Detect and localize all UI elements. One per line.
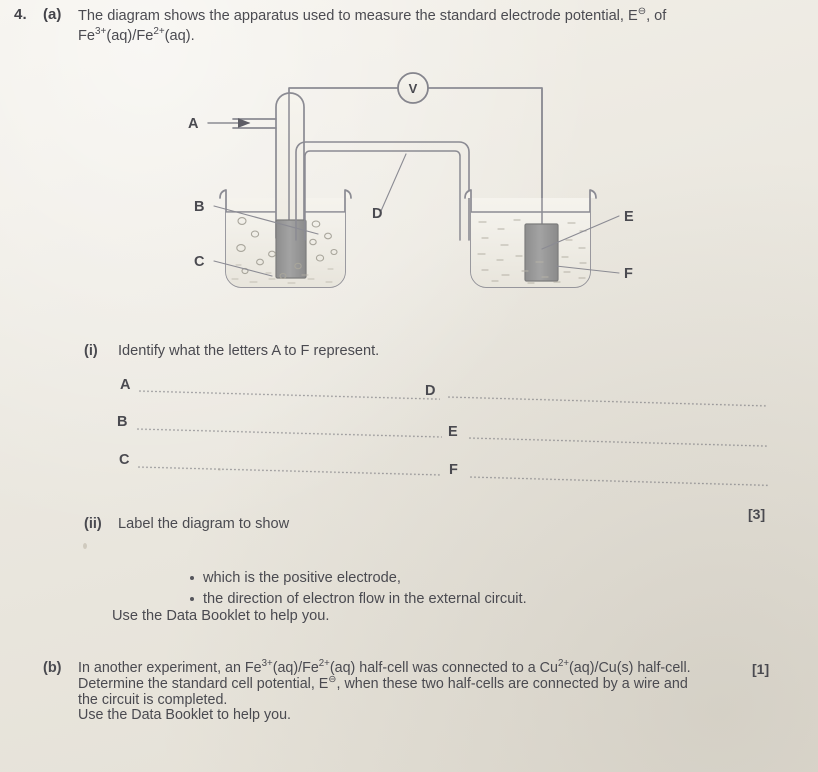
- pb-t6: , when these two half-cells are connecte…: [336, 676, 688, 692]
- pb-t3: (aq) half-cell was connected to a Cu: [329, 660, 558, 676]
- leader-B: [213, 205, 319, 235]
- salt-bridge-outer: [295, 141, 470, 241]
- part-b-line-1: In another experiment, an Fe3+(aq)/Fe2+(…: [78, 658, 691, 676]
- answer-line-D[interactable]: [446, 396, 767, 407]
- answer-letter-F: F: [449, 462, 458, 478]
- pb-t5: Determine the standard cell potential, E: [78, 676, 329, 692]
- solution-hatch-left: [231, 264, 334, 284]
- marks-part-i: [3]: [748, 506, 766, 522]
- formula-charge-3plus: 3+: [95, 26, 107, 38]
- part-b-line-4: Use the Data Booklet to help you.: [78, 707, 291, 723]
- part-ii-label: (ii): [84, 516, 102, 532]
- stem-text: The diagram shows the apparatus used to …: [78, 8, 638, 24]
- platinum-electrode: [275, 219, 307, 279]
- salt-bridge-inner: [304, 150, 461, 241]
- part-b-label: (b): [43, 660, 62, 676]
- formula-mid: (aq)/Fe: [106, 28, 154, 44]
- electrochemical-cell-diagram: A B C D E F V: [188, 72, 634, 288]
- diagram-label-A: A: [188, 116, 199, 132]
- standard-symbol: ⊖: [637, 6, 647, 18]
- question-stem: The diagram shows the apparatus used to …: [78, 6, 813, 46]
- diagram-label-C: C: [194, 254, 205, 270]
- formula-tail: (aq).: [164, 28, 195, 44]
- diagram-label-B: B: [194, 199, 204, 215]
- hydrogen-bubbles: [236, 217, 338, 280]
- answer-letter-A: A: [120, 377, 131, 393]
- answer-letter-E: E: [448, 424, 458, 440]
- part-ii-instruction: Label the diagram to show: [118, 516, 290, 532]
- answer-line-A[interactable]: [137, 390, 440, 401]
- formula-fe: Fe: [78, 28, 96, 44]
- leader-F: [555, 265, 620, 274]
- bullet-electron-flow: the direction of electron flow in the ex…: [188, 589, 527, 610]
- metal-electrode-right: [524, 223, 559, 282]
- leader-E: [541, 215, 620, 250]
- answer-letter-B: B: [117, 414, 128, 430]
- part-i-instruction: Identify what the letters A to F represe…: [118, 343, 380, 359]
- pb-t1: In another experiment, an Fe: [78, 660, 262, 676]
- leader-C: [213, 260, 273, 277]
- voltmeter-body: [397, 72, 429, 104]
- diagram-label-E: E: [624, 209, 634, 225]
- pb-sup-cu2plus: 2+: [557, 658, 570, 670]
- data-booklet-note-ii: Use the Data Booklet to help you.: [112, 608, 330, 624]
- pb-sup-standard: ⊖: [328, 674, 337, 686]
- part-b-line-3: the circuit is completed.: [78, 692, 228, 708]
- answer-line-B[interactable]: [135, 428, 442, 439]
- part-i-label: (i): [84, 343, 98, 359]
- diagram-label-F: F: [624, 266, 633, 282]
- hydrogen-gas-tube: [275, 92, 305, 239]
- wire-left: [288, 87, 399, 94]
- stem-text-tail: , of: [646, 8, 667, 24]
- part-ii-bullet-list: which is the positive electrode, the dir…: [148, 568, 527, 610]
- pb-t2: (aq)/Fe: [272, 660, 319, 676]
- formula-charge-2plus: 2+: [153, 26, 165, 38]
- pb-sup-3plus: 3+: [261, 658, 273, 670]
- paper-speck: [83, 543, 87, 549]
- part-a-label: (a): [43, 6, 62, 23]
- pb-sup-2plus: 2+: [318, 658, 330, 670]
- answer-letter-C: C: [119, 452, 130, 468]
- answer-line-F[interactable]: [468, 476, 768, 487]
- pb-t4: (aq)/Cu(s) half-cell.: [569, 660, 691, 676]
- answer-line-C[interactable]: [136, 466, 441, 476]
- diagram-label-D: D: [372, 206, 382, 222]
- leader-D: [380, 153, 407, 212]
- part-b-line-2: Determine the standard cell potential, E…: [78, 674, 688, 692]
- voltmeter-label: V: [409, 81, 418, 96]
- question-number: 4.: [14, 6, 27, 23]
- bullet-positive-electrode: which is the positive electrode,: [188, 568, 527, 589]
- answer-letter-D: D: [425, 383, 436, 399]
- answer-line-E[interactable]: [467, 437, 768, 448]
- stem-formula: Fe3+(aq)/Fe2+(aq).: [78, 26, 813, 46]
- marks-part-ii: [1]: [752, 661, 770, 677]
